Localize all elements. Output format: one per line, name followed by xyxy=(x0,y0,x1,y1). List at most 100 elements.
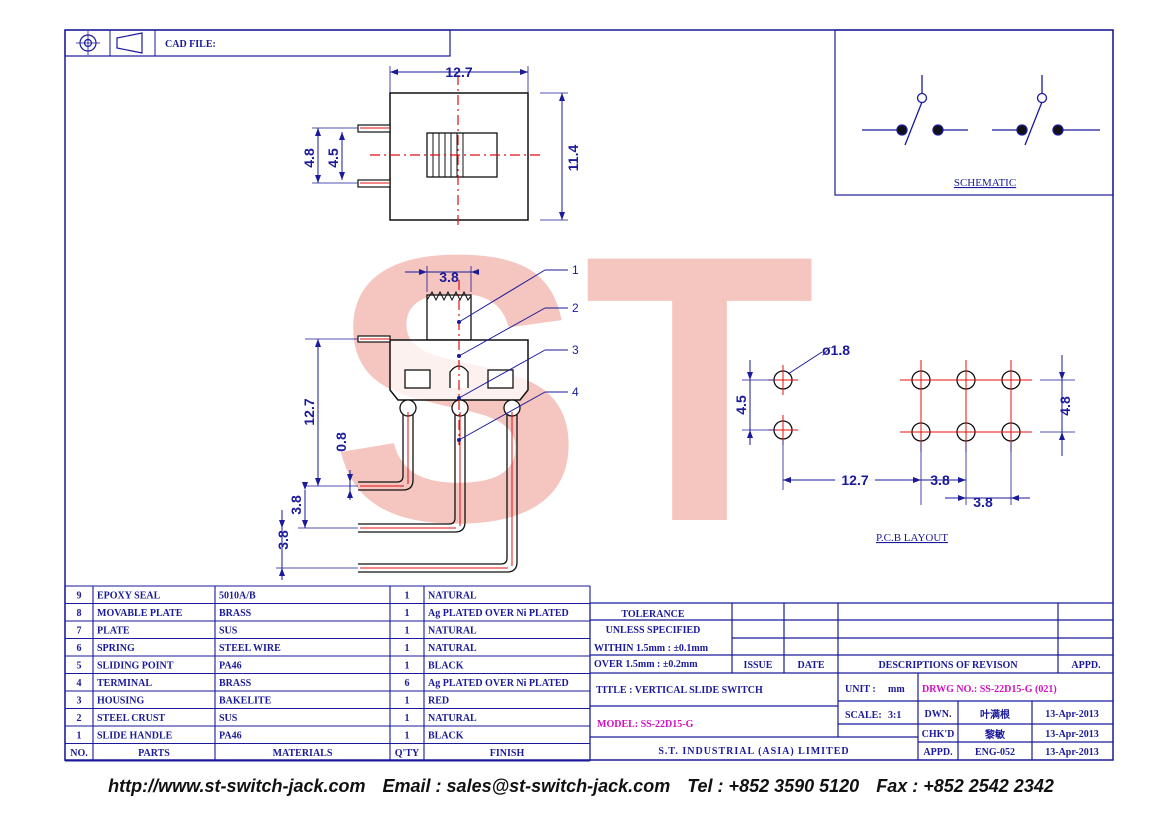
tolerance-title: TOLERANCE xyxy=(621,609,684,620)
dim-pcb-38-a: 3.8 xyxy=(930,472,950,488)
dim-top-width: 12.7 xyxy=(445,64,472,80)
bom-cell: 1 xyxy=(405,713,410,724)
callout-3: 3 xyxy=(572,343,579,357)
dim-top-pitch-45: 4.5 xyxy=(325,148,341,168)
appd-header: APPD. xyxy=(1071,660,1101,671)
bom-cell: 7 xyxy=(77,626,82,637)
bom-cell: 2 xyxy=(77,713,82,724)
model-number: MODEL: SS-22D15-G xyxy=(597,719,694,730)
outer-border xyxy=(64,29,1114,761)
cad-file-box xyxy=(64,29,451,57)
front-view: 3.8 12.7 0.8 3.8 3.8 1 2 3 4 xyxy=(275,263,579,580)
bom-header: PARTS xyxy=(138,748,170,759)
bom-cell: SUS xyxy=(219,626,238,637)
dim-terminal-thickness: 0.8 xyxy=(333,432,349,452)
bom-cell: BRASS xyxy=(219,678,252,689)
drawing-sheet: ST CAD FILE: SCHEMATIC xyxy=(64,29,1114,762)
drawing-title: TITLE : VERTICAL SLIDE SWITCH xyxy=(596,685,763,696)
bom-cell: NATURAL xyxy=(428,643,477,654)
schematic-label: SCHEMATIC xyxy=(954,177,1016,189)
bom-cell: EPOXY SEAL xyxy=(97,591,161,602)
date-header: DATE xyxy=(797,660,824,671)
bom-cell: RED xyxy=(428,696,449,707)
bom-cell: 5 xyxy=(77,661,82,672)
bom-cell: SUS xyxy=(219,713,238,724)
top-view: 12.7 11.4 4.8 4.5 xyxy=(301,64,581,225)
title-block: TOLERANCE UNLESS SPECIFIED WITHIN 1.5mm … xyxy=(589,602,1113,760)
cad-file-label: CAD FILE: xyxy=(165,39,216,50)
dim-top-pitch-48: 4.8 xyxy=(301,148,317,168)
dim-pcb-48: 4.8 xyxy=(1057,396,1073,416)
dim-top-height: 11.4 xyxy=(565,145,581,172)
bom-header: FINISH xyxy=(490,748,525,759)
unit-value: mm xyxy=(888,684,905,695)
bom-cell: PA46 xyxy=(219,731,242,742)
bom-cell: SLIDING POINT xyxy=(97,661,174,672)
bom-cell: 1 xyxy=(405,643,410,654)
projection-symbol-icon xyxy=(76,31,143,55)
callout-1: 1 xyxy=(572,263,579,277)
tolerance-within: WITHIN 1.5mm : ±0.1mm xyxy=(594,643,709,654)
bom-cell: 1 xyxy=(405,731,410,742)
email-link[interactable]: Email : sales@st-switch-jack.com xyxy=(382,776,671,796)
bom-cell: 3 xyxy=(77,696,82,707)
dim-hole-diameter: ø1.8 xyxy=(822,342,850,358)
bom-cell: 6 xyxy=(77,643,82,654)
scale-label: SCALE: xyxy=(845,710,882,721)
bom-cell: NATURAL xyxy=(428,591,477,602)
bom-cell: 4 xyxy=(77,678,82,689)
dim-pcb-45: 4.5 xyxy=(733,395,749,415)
bom-cell: HOUSING xyxy=(97,696,144,707)
dwn-label: DWN. xyxy=(925,709,952,720)
bom-cell: 1 xyxy=(405,696,410,707)
bom-cell: STEEL WIRE xyxy=(219,643,281,654)
unit-label: UNIT : xyxy=(845,684,876,695)
callout-4: 4 xyxy=(572,385,579,399)
bom-cell: Ag PLATED OVER Ni PLATED xyxy=(428,678,569,689)
bom-cell: BLACK xyxy=(428,731,464,742)
appd-name: ENG-052 xyxy=(975,747,1015,758)
bom-cell: BAKELITE xyxy=(219,696,272,707)
bom-cell: NATURAL xyxy=(428,713,477,724)
bom-cell: 1 xyxy=(405,661,410,672)
tolerance-over: OVER 1.5mm : ±0.2mm xyxy=(594,659,698,670)
pcb-layout-label: P.C.B LAYOUT xyxy=(876,532,948,544)
contact-footer: http://www.st-switch-jack.com Email : sa… xyxy=(0,776,1162,797)
bom-cell: 1 xyxy=(405,591,410,602)
dim-pcb-127: 12.7 xyxy=(841,472,868,488)
bom-header: MATERIALS xyxy=(273,748,333,759)
chkd-date: 13-Apr-2013 xyxy=(1045,729,1099,740)
bom-cell: 5010A/B xyxy=(219,591,256,602)
bom-header: NO. xyxy=(70,748,88,759)
descriptions-header: DESCRIPTIONS OF REVISON xyxy=(878,660,1018,671)
bom-cell: PLATE xyxy=(97,626,130,637)
drawing-number: DRWG NO.: SS-22D15-G (021) xyxy=(922,684,1057,695)
bom-cell: TERMINAL xyxy=(97,678,152,689)
tolerance-subtitle: UNLESS SPECIFIED xyxy=(606,625,701,636)
dim-pitch-1: 3.8 xyxy=(288,495,304,515)
chkd-name: 黎敏 xyxy=(985,728,1005,741)
bom-cell: BLACK xyxy=(428,661,464,672)
dim-pcb-38-b: 3.8 xyxy=(973,494,993,510)
scale-value: 3:1 xyxy=(888,710,901,721)
telephone: Tel : +852 3590 5120 xyxy=(687,776,860,796)
dim-pitch-2: 3.8 xyxy=(275,530,291,550)
bom-cell: SPRING xyxy=(97,643,135,654)
bom-cell: PA46 xyxy=(219,661,242,672)
bom-cell: SLIDE HANDLE xyxy=(97,731,173,742)
bom-cell: NATURAL xyxy=(428,626,477,637)
appd-label: APPD. xyxy=(923,747,953,758)
pcb-layout: ø1.8 4.5 4.8 12.7 3.8 3.8 P.C.B LAYOUT xyxy=(733,342,1075,544)
schematic-symbol xyxy=(862,75,1100,146)
bom-cell: 6 xyxy=(405,678,410,689)
bom-cell: Ag PLATED OVER Ni PLATED xyxy=(428,608,569,619)
bom-cell: MOVABLE PLATE xyxy=(97,608,183,619)
bom-cell: 1 xyxy=(405,626,410,637)
dwn-date: 13-Apr-2013 xyxy=(1045,709,1099,720)
bom-cell: BRASS xyxy=(219,608,252,619)
bom-cell: STEEL CRUST xyxy=(97,713,165,724)
website-link[interactable]: http://www.st-switch-jack.com xyxy=(108,776,366,796)
appd-date: 13-Apr-2013 xyxy=(1045,747,1099,758)
bom-cell: 1 xyxy=(405,608,410,619)
